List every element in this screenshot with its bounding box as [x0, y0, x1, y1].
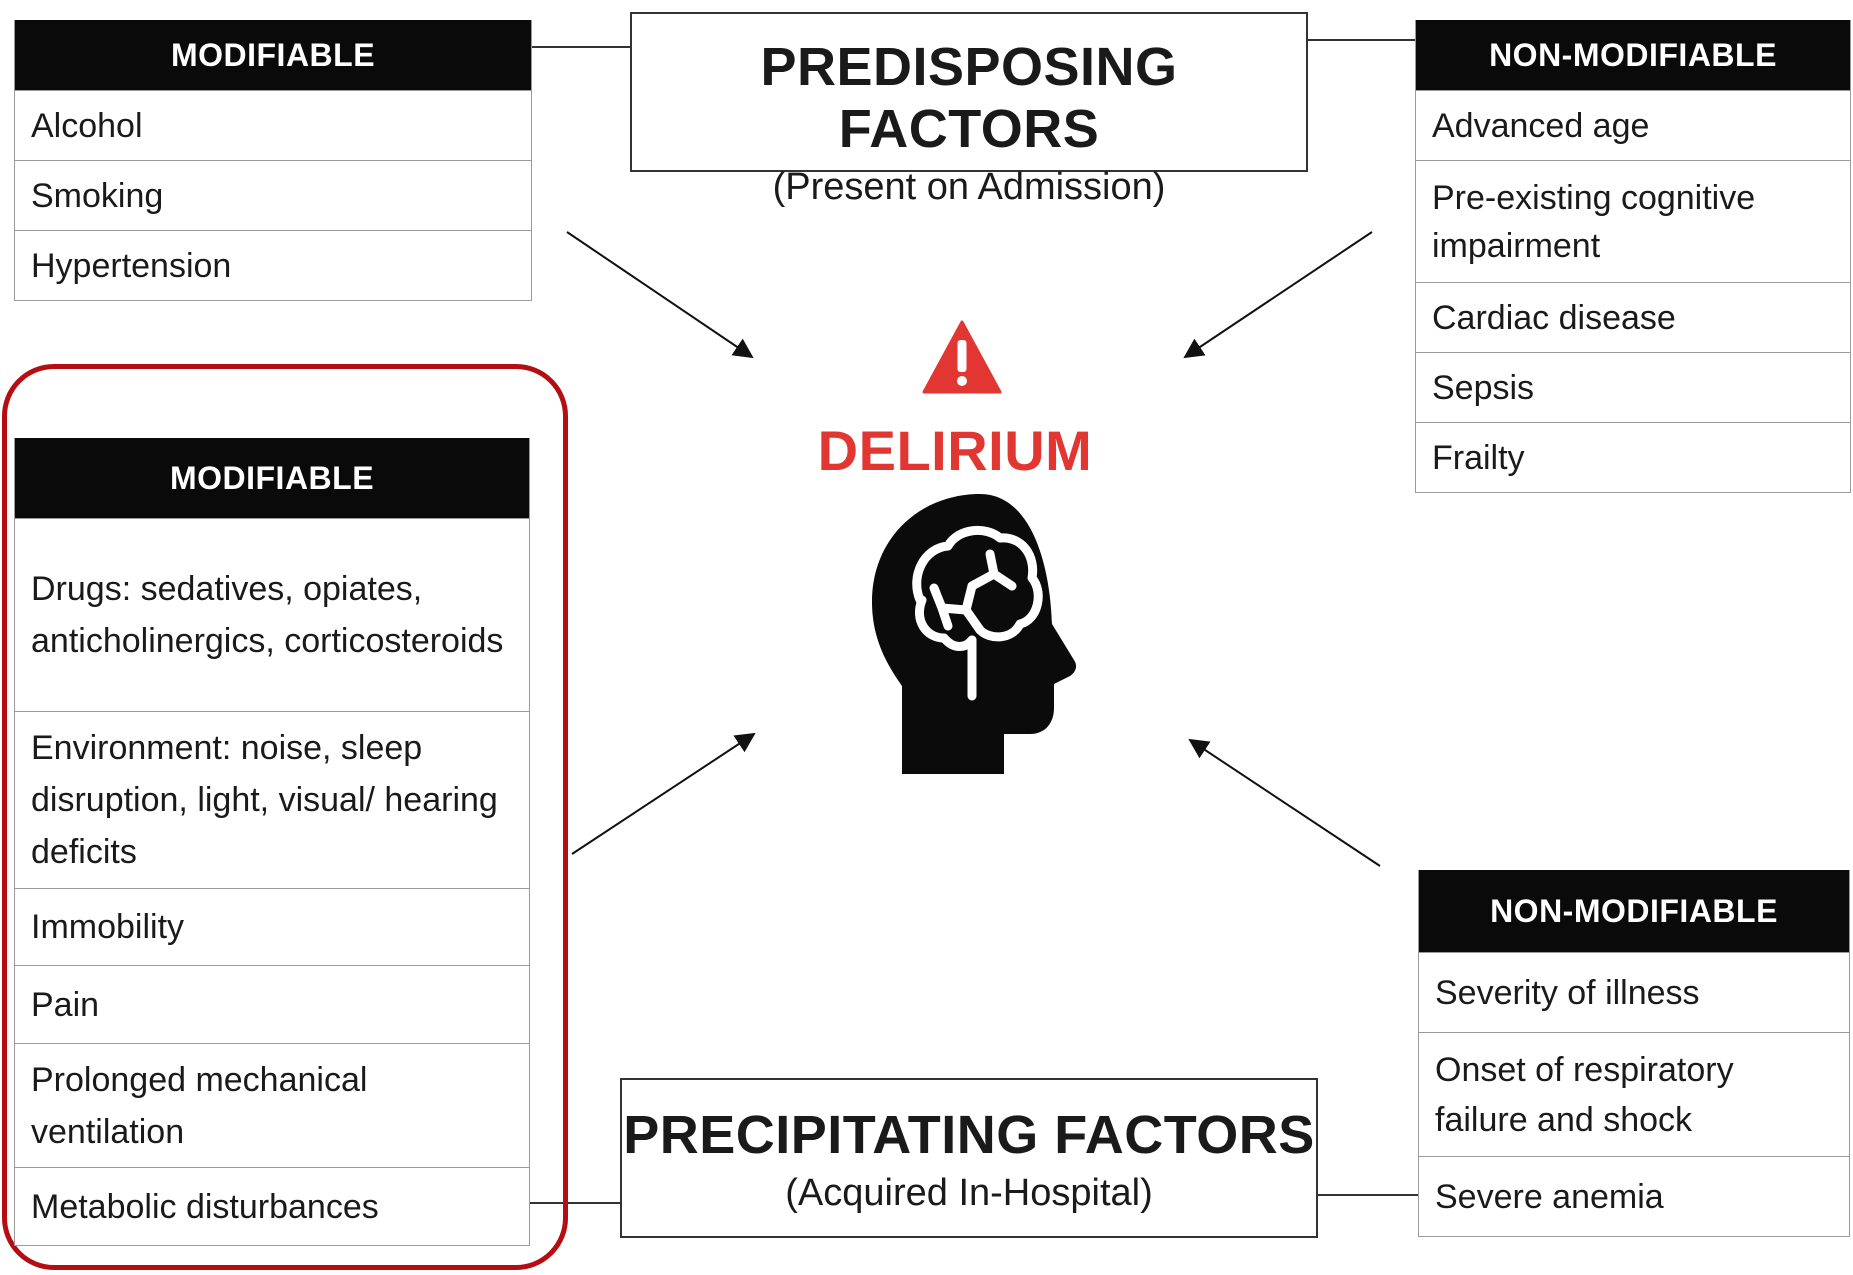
precipitating-nonmodifiable-panel: NON-MODIFIABLE Severity of illness Onset…: [1418, 870, 1850, 1237]
arrow-top-left: [566, 231, 754, 359]
list-item: Advanced age: [1416, 90, 1850, 160]
arrow-top-right: [1183, 231, 1373, 359]
delirium-label: DELIRIUM: [817, 419, 1093, 482]
precipitating-title: PRECIPITATING FACTORS: [623, 1105, 1315, 1165]
arrow-bottom-right: [1188, 738, 1381, 867]
predisposing-title: PREDISPOSING FACTORS: [760, 37, 1178, 159]
precipitating-subtitle: (Acquired In-Hospital): [785, 1172, 1153, 1214]
list-item: Severe anemia: [1419, 1156, 1849, 1236]
head-brain-icon: [872, 494, 1077, 774]
predisposing-subtitle: (Present on Admission): [772, 166, 1166, 208]
list-item: Metabolic disturbances: [15, 1167, 529, 1245]
predisposing-nonmodifiable-panel: NON-MODIFIABLE Advanced age Pre-existing…: [1415, 20, 1851, 493]
warning-triangle-icon: [922, 320, 1002, 394]
list-item: Environment: noise, sleep disruption, li…: [15, 711, 529, 888]
list-item: Pain: [15, 965, 529, 1043]
arrow-bottom-left: [571, 732, 756, 855]
predisposing-title-box: PREDISPOSING FACTORS (Present on Admissi…: [630, 12, 1308, 208]
list-item: Frailty: [1416, 422, 1850, 492]
list-item: Alcohol: [15, 90, 531, 160]
list-item: Sepsis: [1416, 352, 1850, 422]
list-item: Smoking: [15, 160, 531, 230]
list-item: Cardiac disease: [1416, 282, 1850, 352]
list-item: Prolonged mechanical ventilation: [15, 1043, 529, 1167]
precipitating-modifiable-panel: MODIFIABLE Drugs: sedatives, opiates, an…: [14, 438, 530, 1246]
predisposing-modifiable-panel: MODIFIABLE Alcohol Smoking Hypertension: [14, 20, 532, 301]
list-item: Pre-existing cognitive impairment: [1416, 160, 1850, 282]
precipitating-title-box: PRECIPITATING FACTORS (Acquired In-Hospi…: [620, 1078, 1318, 1238]
highlight-frame: [2, 364, 568, 1270]
list-item: Onset of respiratory failure and shock: [1419, 1032, 1849, 1156]
list-item: Hypertension: [15, 230, 531, 300]
panel-header: MODIFIABLE: [15, 438, 529, 518]
list-item: Severity of illness: [1419, 952, 1849, 1032]
list-item: Drugs: sedatives, opiates, anticholinerg…: [15, 518, 529, 711]
panel-header: MODIFIABLE: [15, 20, 531, 90]
panel-header: NON-MODIFIABLE: [1419, 870, 1849, 952]
list-item: Immobility: [15, 888, 529, 965]
panel-header: NON-MODIFIABLE: [1416, 20, 1850, 90]
